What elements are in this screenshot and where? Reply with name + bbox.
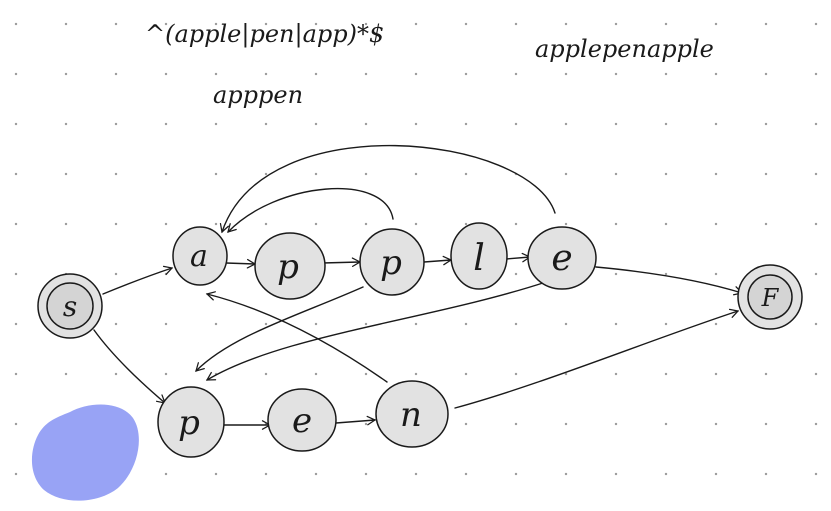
edge-p2-l xyxy=(423,255,453,266)
state-final[interactable]: F xyxy=(737,264,803,330)
state-p3-label: p xyxy=(178,403,200,443)
blue-blob-marker[interactable] xyxy=(31,404,139,501)
edge-p2-p3 xyxy=(195,286,364,372)
state-n-label: n xyxy=(400,395,422,435)
state-l-label: l xyxy=(473,238,485,279)
edge-e1-p3 xyxy=(205,281,547,381)
edge-s-p3 xyxy=(93,329,166,404)
state-l[interactable]: l xyxy=(450,222,508,290)
edge-e1-a-loop xyxy=(219,144,556,234)
edge-n-final xyxy=(454,308,740,409)
edge-e1-final xyxy=(595,266,744,296)
edge-p1-p2 xyxy=(321,257,362,267)
state-e1-label: e xyxy=(551,238,572,279)
example-match-note: applepenapple xyxy=(535,35,714,63)
state-p1[interactable]: p xyxy=(254,232,326,300)
state-p3[interactable]: p xyxy=(157,386,225,458)
state-p1-label: p xyxy=(277,247,299,287)
state-n[interactable]: n xyxy=(375,380,449,448)
state-e2-label: e xyxy=(292,401,312,441)
edge-s-a xyxy=(102,265,174,295)
state-p2-label: p xyxy=(380,243,402,283)
state-p2[interactable]: p xyxy=(359,228,425,296)
state-start[interactable]: s xyxy=(37,273,103,339)
edge-p2-a-loop xyxy=(227,187,394,233)
regex-note: ^(apple|pen|app)*$ xyxy=(145,20,384,49)
state-start-label: s xyxy=(63,290,77,323)
state-e1[interactable]: e xyxy=(527,226,597,290)
edge-l-e1 xyxy=(505,252,532,263)
edge-n-a xyxy=(205,291,388,383)
edge-a-p1 xyxy=(225,258,257,269)
state-a[interactable]: a xyxy=(172,226,228,286)
edge-e2-n xyxy=(335,415,377,426)
state-e2[interactable]: e xyxy=(267,388,337,452)
state-final-label: F xyxy=(761,284,780,312)
edges xyxy=(93,144,744,430)
state-a-label: a xyxy=(190,239,208,274)
example-fail-note: apppen xyxy=(213,81,303,109)
